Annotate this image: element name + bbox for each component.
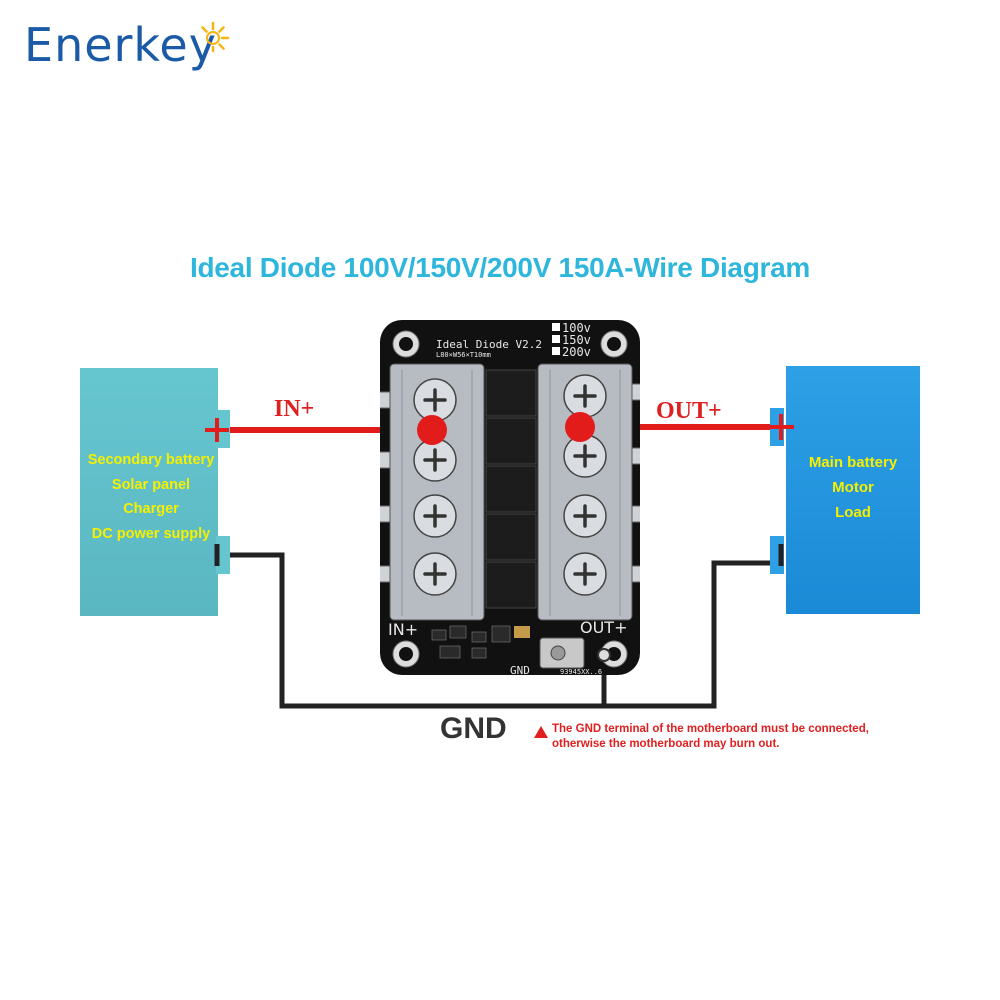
in-connection-dot <box>417 415 447 445</box>
gnd-wire-label: GND <box>440 712 507 745</box>
source-item: DC power supply <box>91 525 211 542</box>
voltage-option: 150v <box>562 333 591 347</box>
mounting-hole <box>392 330 628 668</box>
source-item: Solar panel <box>111 476 191 493</box>
load-item: Load <box>835 504 871 521</box>
out-wire-label: OUT+ <box>656 398 722 424</box>
load-negative-terminal <box>770 536 784 574</box>
gnd-wire <box>228 552 607 709</box>
gnd-connection-point <box>597 648 611 662</box>
sun-icon <box>201 21 230 53</box>
source-item: Charger <box>123 501 179 517</box>
smd-components <box>431 625 511 659</box>
source-box: Secondary battery Solar panel Charger DC… <box>80 368 218 616</box>
diagram-title: Ideal Diode 100V/150V/200V 150A-Wire Dia… <box>190 252 810 283</box>
board-gnd-label: GND <box>510 664 530 677</box>
screw-icon <box>413 374 607 596</box>
source-list: Secondary battery Solar panel Charger DC… <box>74 448 228 546</box>
out-connection-dot <box>565 412 595 442</box>
source-positive-terminal <box>216 410 230 448</box>
source-item: Secondary battery <box>87 452 215 468</box>
in-wire-label: IN+ <box>274 396 315 422</box>
voltage-checkbox <box>552 323 560 355</box>
right-bus-bar <box>537 363 633 621</box>
load-box: Main battery Motor Load <box>786 366 920 614</box>
load-list: Main battery Motor Load <box>786 450 920 525</box>
warning-triangle-icon <box>534 726 548 738</box>
gnd-warning-text: The GND terminal of the motherboard must… <box>552 723 869 750</box>
left-bus-bar <box>389 363 485 621</box>
board-in-label: IN+ <box>388 620 419 639</box>
brand-name: Enerkey <box>24 18 217 72</box>
board-dimensions: L80×W56×T10mm <box>436 351 491 359</box>
ideal-diode-board: Ideal Diode V2.2 L80×W56×T10mm 100v 150v… <box>380 320 640 680</box>
board-name: Ideal Diode V2.2 <box>436 338 542 351</box>
board-out-label: OUT+ <box>580 618 628 637</box>
board-serial: 93945XX..6 <box>560 668 603 676</box>
load-positive-terminal <box>770 408 784 446</box>
voltage-option: 200v <box>562 345 591 359</box>
voltage-option: 100v <box>562 321 591 335</box>
gnd-wire-load <box>604 560 776 709</box>
brand-logo: Enerkey <box>10 8 250 78</box>
source-negative-terminal <box>216 536 230 574</box>
mosfet-array <box>485 369 537 609</box>
load-item: Main battery <box>808 454 898 471</box>
load-item: Motor <box>832 479 874 496</box>
